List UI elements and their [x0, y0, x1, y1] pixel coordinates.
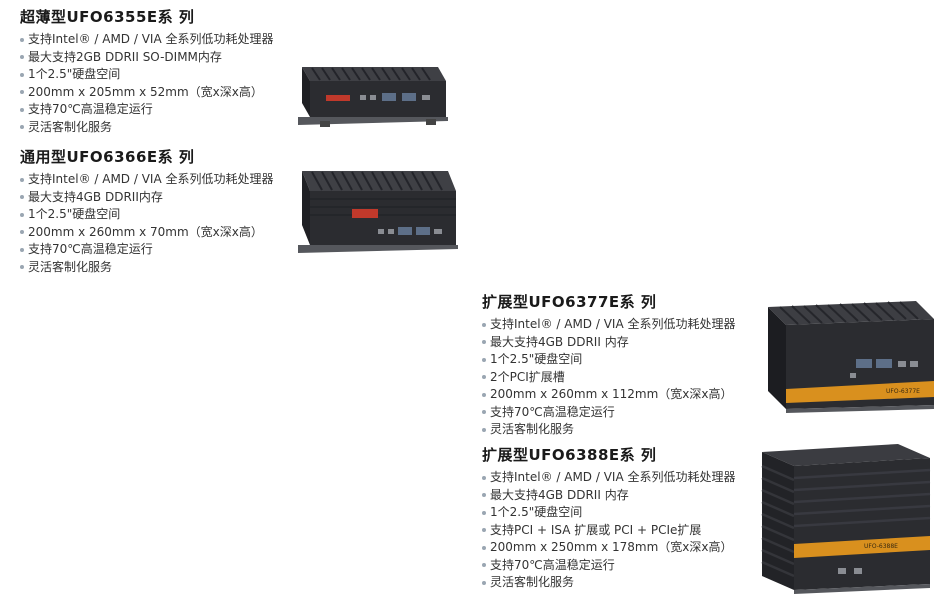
spec-text: 最大支持4GB DDRII 内存 — [490, 334, 629, 349]
spec-item: 支持70℃高温稳定运行 — [482, 404, 736, 422]
spec-item: 1个2.5"硬盘空间 — [20, 66, 274, 84]
bullet-icon — [482, 410, 486, 414]
bullet-icon — [482, 493, 486, 497]
spec-text: 最大支持2GB DDRII SO-DIMM内存 — [28, 49, 222, 64]
spec-text: 1个2.5"硬盘空间 — [28, 67, 121, 81]
bullet-icon — [482, 357, 486, 362]
ufo6377e-product-image: UFO-6377E — [768, 301, 934, 413]
bullet-icon — [20, 265, 24, 269]
product-ufo6388e: 扩展型UFO6388E系 列 支持Intel® / AMD / VIA 全系列低… — [482, 444, 736, 592]
spec-item: 200mm x 260mm x 70mm（宽x深x高） — [20, 224, 274, 242]
ufo6377e-label: UFO-6377E — [886, 388, 920, 395]
bullet-icon — [482, 392, 486, 397]
spec-item: 1个2.5"硬盘空间 — [482, 351, 736, 369]
spec-item: 灵活客制化服务 — [20, 119, 274, 137]
spec-item: 200mm x 205mm x 52mm（宽x深x高） — [20, 84, 274, 102]
product-ufo6355e: 超薄型UFO6355E系 列 支持Intel® / AMD / VIA 全系列低… — [20, 6, 274, 136]
spec-text: 支持Intel® / AMD / VIA 全系列低功耗处理器 — [490, 317, 736, 331]
bullet-icon — [482, 340, 486, 344]
spec-text: 支持Intel® / AMD / VIA 全系列低功耗处理器 — [28, 172, 274, 186]
spec-text: 1个2.5"硬盘空间 — [490, 352, 583, 366]
spec-item: 支持Intel® / AMD / VIA 全系列低功耗处理器 — [20, 31, 274, 49]
spec-item: 2个PCI扩展槽 — [482, 369, 736, 387]
bullet-icon — [482, 528, 486, 532]
bullet-icon — [20, 107, 24, 112]
bullet-icon — [20, 125, 24, 129]
bullet-icon — [482, 580, 486, 585]
spec-item: 灵活客制化服务 — [482, 421, 736, 439]
bullet-icon — [482, 563, 486, 567]
spec-item: 最大支持4GB DDRII内存 — [20, 189, 274, 207]
bullet-icon — [20, 195, 24, 199]
spec-text: 最大支持4GB DDRII内存 — [28, 189, 163, 204]
spec-item: 支持70℃高温稳定运行 — [20, 101, 274, 119]
spec-text: 1个2.5"硬盘空间 — [28, 207, 121, 221]
bullet-icon — [20, 72, 24, 77]
product-title: 扩展型UFO6388E系 列 — [482, 446, 657, 464]
spec-text: 支持70℃高温稳定运行 — [490, 404, 615, 419]
bullet-icon — [482, 375, 486, 379]
bullet-icon — [20, 177, 24, 182]
product-title: 超薄型UFO6355E系 列 — [20, 8, 195, 26]
bullet-icon — [482, 545, 486, 550]
spec-text: 200mm x 250mm x 178mm（宽x深x高） — [490, 540, 733, 554]
spec-text: 灵活客制化服务 — [28, 259, 113, 274]
bullet-icon — [20, 55, 24, 59]
spec-text: 200mm x 205mm x 52mm（宽x深x高） — [28, 84, 263, 99]
spec-item: 最大支持2GB DDRII SO-DIMM内存 — [20, 49, 274, 67]
spec-item: 200mm x 260mm x 112mm（宽x深x高） — [482, 386, 736, 404]
bullet-icon — [20, 230, 24, 234]
spec-item: 1个2.5"硬盘空间 — [482, 504, 736, 522]
spec-item: 支持PCI + ISA 扩展或 PCI + PCIe扩展 — [482, 522, 736, 540]
bullet-icon — [482, 510, 486, 515]
product-ufo6377e: 扩展型UFO6377E系 列 支持Intel® / AMD / VIA 全系列低… — [482, 291, 736, 439]
spec-text: 灵活客制化服务 — [28, 119, 113, 134]
ufo6388e-product-image: UFO-6388E — [761, 444, 931, 594]
product-title: 通用型UFO6366E系 列 — [20, 148, 195, 166]
spec-item: 1个2.5"硬盘空间 — [20, 206, 274, 224]
bullet-icon — [20, 37, 24, 42]
spec-text: 200mm x 260mm x 70mm（宽x深x高） — [28, 224, 263, 239]
spec-text: 1个2.5"硬盘空间 — [490, 505, 583, 519]
spec-text: 支持Intel® / AMD / VIA 全系列低功耗处理器 — [490, 470, 736, 484]
spec-item: 支持Intel® / AMD / VIA 全系列低功耗处理器 — [482, 316, 736, 334]
bullet-icon — [482, 427, 486, 432]
spec-item: 最大支持4GB DDRII 内存 — [482, 487, 736, 505]
bullet-icon — [482, 475, 486, 480]
spec-item: 最大支持4GB DDRII 内存 — [482, 334, 736, 352]
product-ufo6366e: 通用型UFO6366E系 列 支持Intel® / AMD / VIA 全系列低… — [20, 146, 274, 276]
spec-item: 200mm x 250mm x 178mm（宽x深x高） — [482, 539, 736, 557]
spec-item: 支持70℃高温稳定运行 — [482, 557, 736, 575]
spec-item: 支持Intel® / AMD / VIA 全系列低功耗处理器 — [20, 171, 274, 189]
spec-text: 支持70℃高温稳定运行 — [490, 557, 615, 572]
ufo6366e-product-image — [298, 171, 458, 253]
spec-text: 最大支持4GB DDRII 内存 — [490, 487, 629, 502]
spec-text: 灵活客制化服务 — [490, 575, 575, 589]
spec-text: 支持Intel® / AMD / VIA 全系列低功耗处理器 — [28, 32, 274, 46]
bullet-icon — [20, 90, 24, 94]
ufo6355e-product-image — [298, 67, 448, 127]
spec-text: 支持70℃高温稳定运行 — [28, 102, 153, 116]
spec-item: 支持Intel® / AMD / VIA 全系列低功耗处理器 — [482, 469, 736, 487]
spec-text: 灵活客制化服务 — [490, 422, 575, 436]
spec-text: 2个PCI扩展槽 — [490, 369, 565, 384]
bullet-icon — [20, 247, 24, 252]
bullet-icon — [482, 322, 486, 327]
spec-text: 200mm x 260mm x 112mm（宽x深x高） — [490, 387, 733, 401]
bullet-icon — [20, 212, 24, 217]
spec-item: 支持70℃高温稳定运行 — [20, 241, 274, 259]
spec-item: 灵活客制化服务 — [482, 574, 736, 592]
spec-text: 支持70℃高温稳定运行 — [28, 242, 153, 256]
spec-text: 支持PCI + ISA 扩展或 PCI + PCIe扩展 — [490, 522, 702, 537]
product-title: 扩展型UFO6377E系 列 — [482, 293, 657, 311]
spec-item: 灵活客制化服务 — [20, 259, 274, 277]
ufo6388e-label: UFO-6388E — [864, 543, 898, 550]
